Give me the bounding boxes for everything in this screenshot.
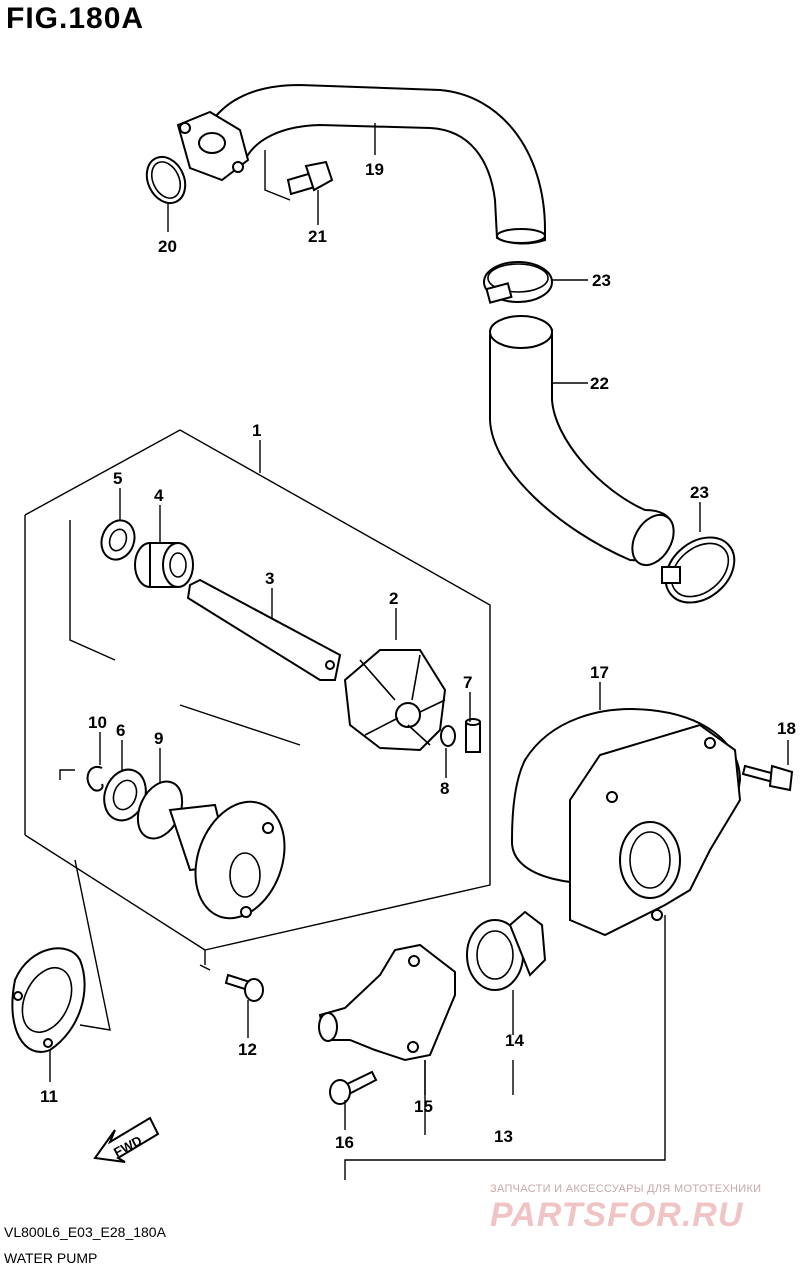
- callout-1: 1: [252, 421, 261, 440]
- pump-shaft-part-3[interactable]: [186, 578, 342, 681]
- screw-part-12[interactable]: [224, 973, 264, 1002]
- callout-17: 17: [590, 663, 609, 682]
- washer-part-8[interactable]: [440, 725, 456, 747]
- thermostat-cover-part-15[interactable]: [318, 943, 456, 1062]
- figure-code: VL800L6_E03_E28_180A: [4, 1224, 166, 1240]
- callout-15: 15: [414, 1097, 433, 1116]
- gasket-part-11[interactable]: [11, 947, 86, 1053]
- assembly-box-outline: [24, 429, 491, 965]
- callout-16: 16: [335, 1133, 354, 1152]
- callout-20: 20: [158, 237, 177, 256]
- callout-19: 19: [365, 160, 384, 179]
- callout-8: 8: [440, 779, 449, 798]
- screw-part-16[interactable]: [329, 1070, 378, 1105]
- bearing-part-6[interactable]: [97, 764, 152, 827]
- o-ring-part-20[interactable]: [140, 151, 193, 210]
- water-pipe-part-19[interactable]: [176, 83, 546, 245]
- thermostat-part-14[interactable]: [466, 910, 547, 991]
- callout-23-lower: 23: [690, 483, 709, 502]
- pump-case[interactable]: [168, 789, 300, 930]
- callout-7: 7: [463, 673, 472, 692]
- figure-title: FIG.180A: [6, 2, 145, 35]
- callout-6: 6: [116, 721, 125, 740]
- callout-13: 13: [494, 1127, 513, 1146]
- watermark-subtitle: ЗАПЧАСТИ И АКСЕССУАРЫ ДЛЯ МОТОТЕХНИКИ: [490, 1183, 762, 1195]
- bolt-part-18[interactable]: [741, 764, 794, 792]
- thermostat-housing[interactable]: [569, 723, 742, 937]
- fwd-label: FWD: [111, 1133, 144, 1160]
- watermark-logo: PARTSFOR.RU: [490, 1196, 744, 1234]
- callout-22: 22: [590, 374, 609, 393]
- callout-9: 9: [154, 729, 163, 748]
- water-hose-part-22[interactable]: [489, 315, 682, 572]
- callout-21: 21: [308, 227, 327, 246]
- hose-clamp-part-23-lower[interactable]: [653, 524, 747, 616]
- impeller-part-2[interactable]: [343, 649, 447, 752]
- forward-direction-arrow: FWD: [93, 1116, 160, 1163]
- callout-5: 5: [113, 469, 122, 488]
- callout-12: 12: [238, 1040, 257, 1059]
- callout-23-upper: 23: [592, 271, 611, 290]
- dowel-pin-part-7[interactable]: [465, 718, 481, 753]
- callout-2: 2: [389, 589, 398, 608]
- callout-4: 4: [154, 486, 164, 505]
- figure-caption: WATER PUMP: [4, 1250, 98, 1266]
- callout-10: 10: [88, 713, 107, 732]
- circlip-part-10[interactable]: [86, 765, 104, 792]
- bolt-part-21[interactable]: [286, 160, 334, 196]
- mechanical-seal-part-4[interactable]: [134, 542, 194, 588]
- oil-seal-part-5[interactable]: [96, 516, 140, 565]
- callout-11: 11: [40, 1087, 58, 1106]
- callout-3: 3: [265, 569, 274, 588]
- callout-14: 14: [505, 1031, 524, 1050]
- hose-clamp-part-23-upper[interactable]: [483, 261, 553, 304]
- callout-18: 18: [777, 719, 796, 738]
